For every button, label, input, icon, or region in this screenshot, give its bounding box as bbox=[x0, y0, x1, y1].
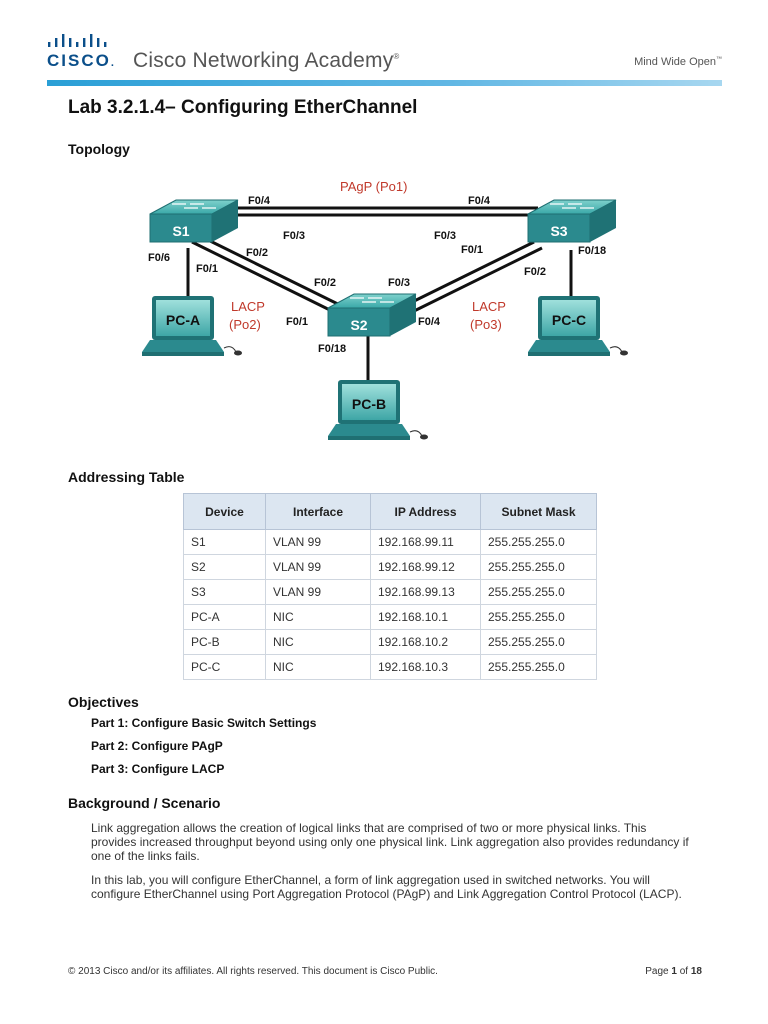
tagline: Mind Wide Open™ bbox=[634, 56, 722, 68]
port-s3-f01: F0/1 bbox=[461, 244, 483, 256]
label-lacp-po2-line2: (Po2) bbox=[229, 317, 261, 332]
cell-ip-address: 192.168.10.3 bbox=[370, 654, 481, 680]
col-header-ip-address: IP Address bbox=[370, 493, 481, 530]
label-pc-b: PC-B bbox=[352, 396, 386, 412]
table-header-row: Device Interface IP Address Subnet Mask bbox=[183, 493, 597, 530]
port-s1-f03: F0/3 bbox=[283, 230, 305, 242]
port-s1-f06: F0/6 bbox=[148, 252, 170, 264]
background-paragraph-1: Link aggregation allows the creation of … bbox=[91, 821, 689, 863]
cell-interface: VLAN 99 bbox=[265, 529, 371, 555]
link-s1-s3 bbox=[216, 206, 538, 217]
cell-ip-address: 192.168.10.1 bbox=[370, 604, 481, 630]
cell-subnet-mask: 255.255.255.0 bbox=[480, 529, 597, 555]
link-s3-s2 bbox=[399, 240, 543, 316]
port-s1-f04: F0/4 bbox=[248, 195, 271, 207]
switch-s1: S1 bbox=[149, 199, 239, 243]
section-heading-topology: Topology bbox=[68, 141, 130, 157]
cisco-logo-icon bbox=[48, 34, 107, 47]
port-s2-f18: F0/18 bbox=[318, 343, 346, 355]
label-pc-a: PC-A bbox=[166, 312, 200, 328]
cell-subnet-mask: 255.255.255.0 bbox=[480, 604, 597, 630]
objective-item: Part 2: Configure PAgP bbox=[91, 739, 223, 753]
header-rule bbox=[47, 80, 722, 86]
footer-page-number: Page 1 of 18 bbox=[645, 966, 702, 977]
cell-device: S3 bbox=[183, 579, 266, 605]
cell-ip-address: 192.168.99.13 bbox=[370, 579, 481, 605]
pc-c: PC-C bbox=[528, 296, 628, 356]
cell-interface: VLAN 99 bbox=[265, 579, 371, 605]
topology-diagram: S1 S3 S2 PC-A PC-C P bbox=[142, 179, 628, 440]
cell-subnet-mask: 255.255.255.0 bbox=[480, 629, 597, 655]
cell-device: S1 bbox=[183, 529, 266, 555]
cell-interface: NIC bbox=[265, 604, 371, 630]
table-row: PC-C NIC 192.168.10.3 255.255.255.0 bbox=[183, 654, 597, 680]
label-s1: S1 bbox=[172, 223, 189, 239]
port-s1-f01: F0/1 bbox=[196, 263, 218, 275]
background-paragraph-2: In this lab, you will configure EtherCha… bbox=[91, 873, 682, 901]
table-row: PC-A NIC 192.168.10.1 255.255.255.0 bbox=[183, 604, 597, 630]
label-lacp-po3-line2: (Po3) bbox=[470, 317, 502, 332]
section-heading-objectives: Objectives bbox=[68, 694, 139, 710]
table-row: PC-B NIC 192.168.10.2 255.255.255.0 bbox=[183, 629, 597, 655]
port-s3-f02: F0/2 bbox=[524, 266, 546, 278]
switch-s2: S2 bbox=[327, 293, 417, 337]
objective-item: Part 3: Configure LACP bbox=[91, 762, 225, 776]
label-lacp-po2-line1: LACP bbox=[231, 299, 265, 314]
page-header: CISCO. Cisco Networking Academy® Mind Wi… bbox=[0, 0, 768, 92]
col-header-device: Device bbox=[183, 493, 266, 530]
cell-device: PC-C bbox=[183, 654, 266, 680]
cisco-logo-wordmark: CISCO. bbox=[47, 51, 114, 70]
port-s3-f03: F0/3 bbox=[434, 230, 456, 242]
lab-title: Lab 3.2.1.4– Configuring EtherChannel bbox=[68, 97, 418, 118]
cell-device: PC-B bbox=[183, 629, 266, 655]
cell-ip-address: 192.168.99.12 bbox=[370, 554, 481, 580]
port-s3-f04: F0/4 bbox=[468, 195, 491, 207]
cell-ip-address: 192.168.99.11 bbox=[370, 529, 481, 555]
cell-subnet-mask: 255.255.255.0 bbox=[480, 654, 597, 680]
pc-a: PC-A bbox=[142, 296, 242, 356]
port-s1-f02: F0/2 bbox=[246, 247, 268, 259]
col-header-interface: Interface bbox=[265, 493, 371, 530]
footer-copyright: © 2013 Cisco and/or its affiliates. All … bbox=[68, 966, 438, 977]
port-s2-f04: F0/4 bbox=[418, 316, 441, 328]
label-pagp-po1: PAgP (Po1) bbox=[340, 179, 407, 194]
port-s2-f03: F0/3 bbox=[388, 277, 410, 289]
cell-interface: VLAN 99 bbox=[265, 554, 371, 580]
cell-interface: NIC bbox=[265, 629, 371, 655]
table-row: S1 VLAN 99 192.168.99.11 255.255.255.0 bbox=[183, 529, 597, 555]
cell-subnet-mask: 255.255.255.0 bbox=[480, 579, 597, 605]
section-heading-addressing: Addressing Table bbox=[68, 469, 185, 485]
col-header-subnet-mask: Subnet Mask bbox=[480, 493, 597, 530]
link-s1-s2 bbox=[191, 234, 351, 318]
academy-name: Cisco Networking Academy® bbox=[133, 49, 400, 72]
section-heading-background: Background / Scenario bbox=[68, 795, 221, 811]
objectives-list: Part 1: Configure Basic Switch Settings … bbox=[91, 716, 316, 785]
table-row: S3 VLAN 99 192.168.99.13 255.255.255.0 bbox=[183, 579, 597, 605]
port-s2-f01: F0/1 bbox=[286, 316, 308, 328]
port-s2-f02: F0/2 bbox=[314, 277, 336, 289]
cell-interface: NIC bbox=[265, 654, 371, 680]
label-pc-c: PC-C bbox=[552, 312, 586, 328]
label-lacp-po3-line1: LACP bbox=[472, 299, 506, 314]
cell-device: PC-A bbox=[183, 604, 266, 630]
cell-ip-address: 192.168.10.2 bbox=[370, 629, 481, 655]
cell-device: S2 bbox=[183, 554, 266, 580]
port-s3-f18: F0/18 bbox=[578, 245, 606, 257]
objective-item: Part 1: Configure Basic Switch Settings bbox=[91, 716, 317, 730]
table-row: S2 VLAN 99 192.168.99.12 255.255.255.0 bbox=[183, 554, 597, 580]
label-s3: S3 bbox=[550, 223, 567, 239]
pc-b: PC-B bbox=[328, 380, 428, 440]
cell-subnet-mask: 255.255.255.0 bbox=[480, 554, 597, 580]
switch-s3: S3 bbox=[527, 199, 617, 243]
addressing-table: Device Interface IP Address Subnet Mask … bbox=[183, 493, 597, 680]
label-s2: S2 bbox=[350, 317, 367, 333]
